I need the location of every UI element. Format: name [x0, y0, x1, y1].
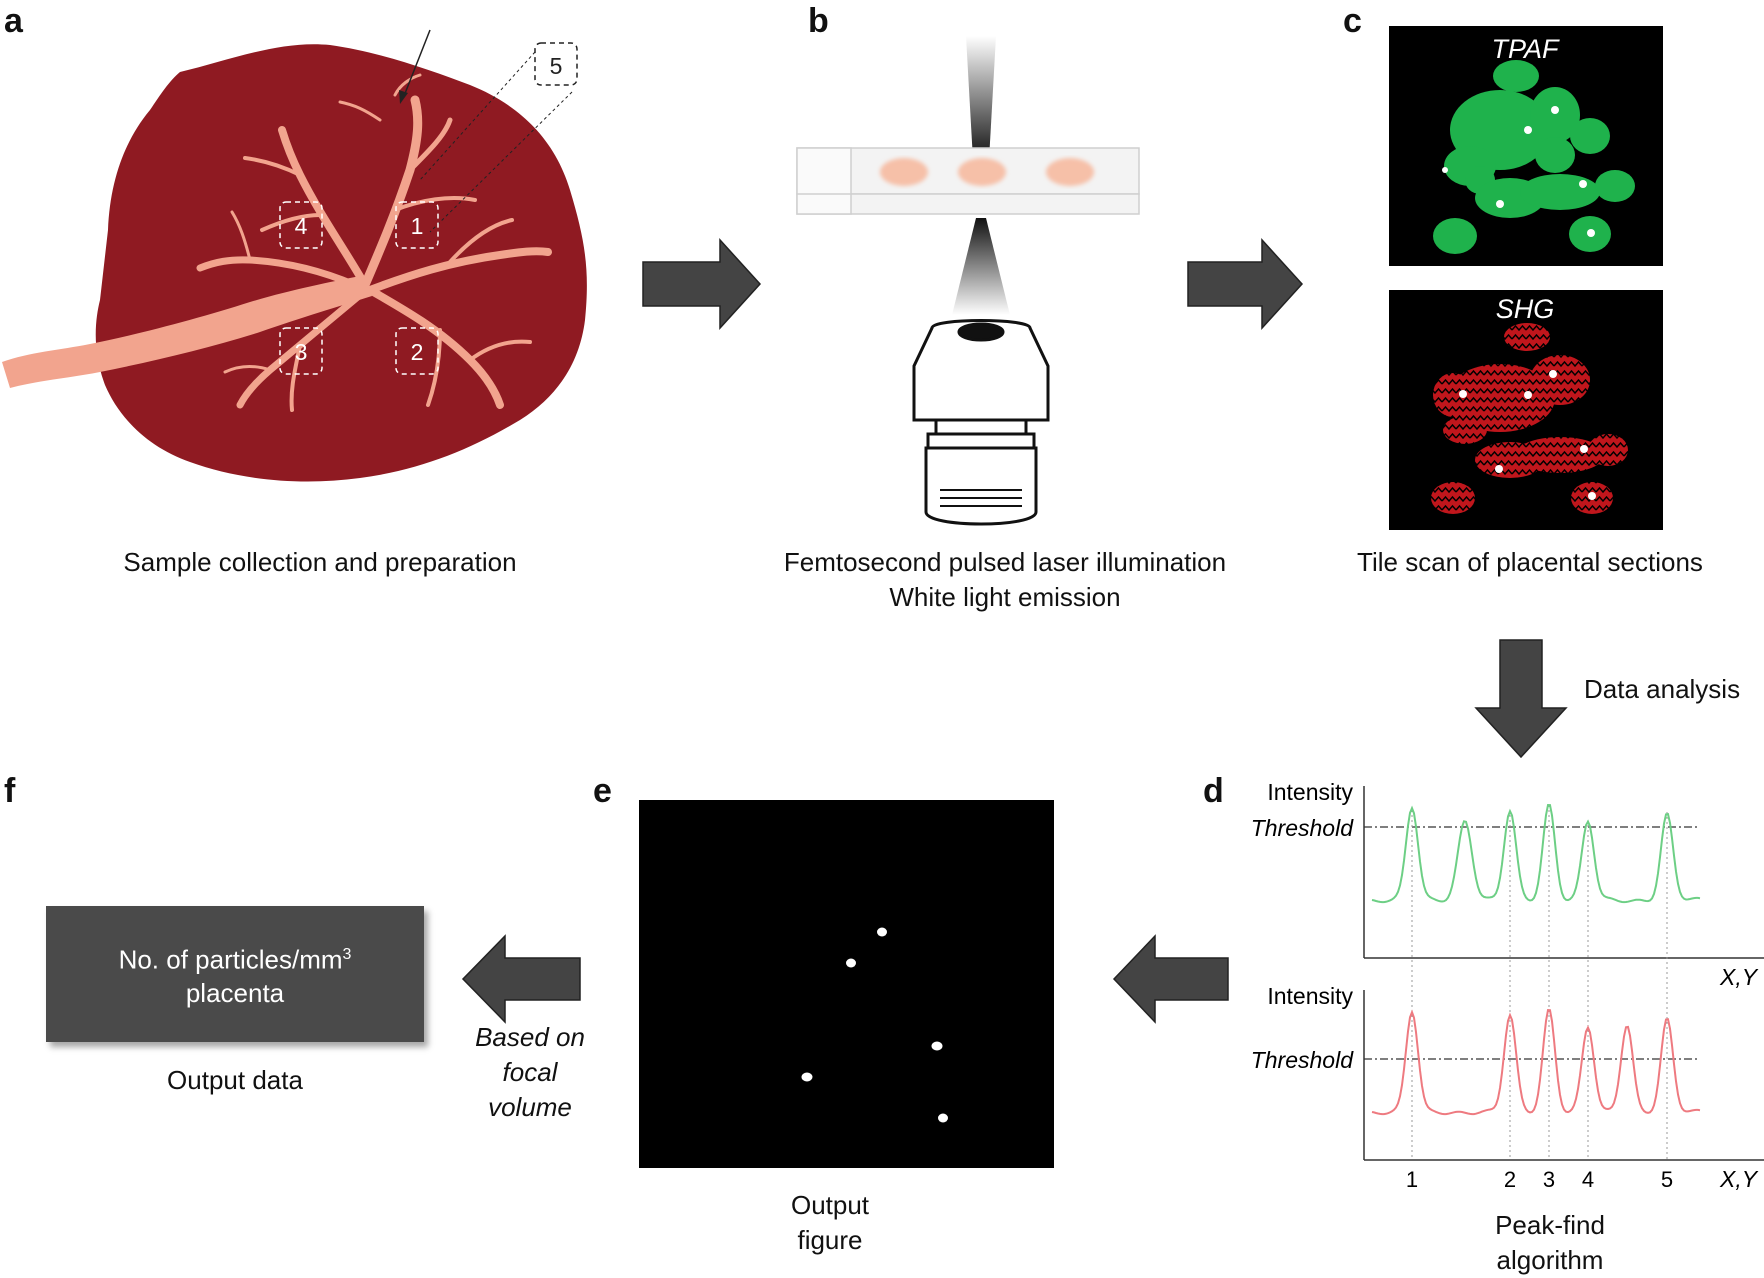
panel-label-f: f [4, 772, 16, 810]
output-box-text: No. of particles/mm [118, 944, 343, 975]
panel-label-b: b [808, 2, 829, 40]
output-box-line2: placenta [185, 978, 285, 1009]
white-light-emission [952, 218, 1010, 315]
peak-number-4: 4 [1582, 1167, 1594, 1192]
region-box-4 [279, 201, 323, 249]
peak-number-1: 1 [1406, 1167, 1418, 1192]
region-box-1 [395, 201, 439, 249]
shg-label: SHG [1496, 294, 1555, 324]
bottom-plot-ylabel: Intensity [1267, 983, 1353, 1009]
caption-d-line2: algorithm [1496, 1245, 1604, 1275]
bottom-plot-threshold-label: Threshold [1251, 1047, 1354, 1073]
tpaf-particles [1442, 106, 1595, 237]
panel-label-c: c [1343, 2, 1362, 40]
caption-f: Output data [167, 1065, 303, 1095]
peak-number-5: 5 [1661, 1167, 1673, 1192]
top-plot-threshold-label: Threshold [1251, 815, 1354, 841]
arrow-a-to-b [642, 238, 762, 330]
panel-label-d: d [1203, 772, 1224, 810]
placenta-illustration: 5 4 1 3 2 [2, 29, 587, 482]
peak-find-plots: Intensity Threshold X,Y Intensity Thresh… [1251, 779, 1764, 1192]
caption-b-line1: Femtosecond pulsed laser illumination [783, 547, 1227, 577]
region-number-2: 2 [411, 339, 424, 365]
top-plot-ylabel: Intensity [1267, 779, 1353, 805]
caption-e-line1: Output [790, 1190, 870, 1220]
arrow-b-to-c [1187, 238, 1304, 330]
bottom-plot-xlabel: X,Y [1719, 1166, 1759, 1192]
arrow-label-line3: volume [488, 1092, 572, 1122]
region-number-4: 4 [295, 213, 308, 239]
shg-particles [1459, 370, 1596, 500]
region-box-5 [534, 42, 578, 86]
region-box-2 [395, 327, 439, 375]
region-number-3: 3 [295, 339, 308, 365]
region-number-1: 1 [411, 213, 424, 239]
tpaf-intensity-trace [1371, 803, 1701, 904]
arrow-label-line1: Based on [475, 1022, 585, 1052]
objective-lens [912, 319, 1050, 526]
output-figure-image [639, 800, 1054, 1168]
region-number-5: 5 [550, 53, 563, 79]
arrow-label-line2: focal [502, 1057, 558, 1087]
arrow-e-to-f [461, 934, 581, 1024]
placenta-body [95, 44, 587, 482]
peak-number-2: 2 [1504, 1167, 1516, 1192]
arrow-d-to-e [1112, 934, 1229, 1024]
shg-intensity-trace [1371, 1009, 1701, 1116]
chorionic-vessels [196, 73, 552, 412]
caption-d-line1: Peak-find [1495, 1210, 1605, 1240]
arrow-c-to-d [1474, 639, 1568, 759]
laser-beam-top [966, 36, 996, 160]
data-analysis-label: Data analysis [1584, 674, 1741, 704]
output-data-box: No. of particles/mm3 placenta [46, 906, 424, 1042]
caption-b-line2: White light emission [889, 582, 1121, 612]
top-plot-xlabel: X,Y [1719, 964, 1759, 990]
region-box-3 [279, 327, 323, 375]
caption-c: Tile scan of placental sections [1357, 547, 1703, 577]
tpaf-clusters [1433, 60, 1635, 254]
umbilical-cord [2, 276, 372, 388]
panel-label-a: a [4, 2, 23, 40]
output-box-superscript: 3 [342, 945, 352, 963]
output-particles [801, 927, 948, 1123]
caption-e-line2: figure [797, 1225, 863, 1255]
panel-label-e: e [593, 772, 612, 810]
microscope-illustration [796, 36, 1140, 526]
caption-a: Sample collection and preparation [123, 547, 517, 577]
peak-number-3: 3 [1543, 1167, 1555, 1192]
output-box-line1: No. of particles/mm3 [46, 938, 424, 977]
tissue-sections [880, 158, 1094, 186]
tpaf-label: TPAF [1492, 34, 1561, 64]
